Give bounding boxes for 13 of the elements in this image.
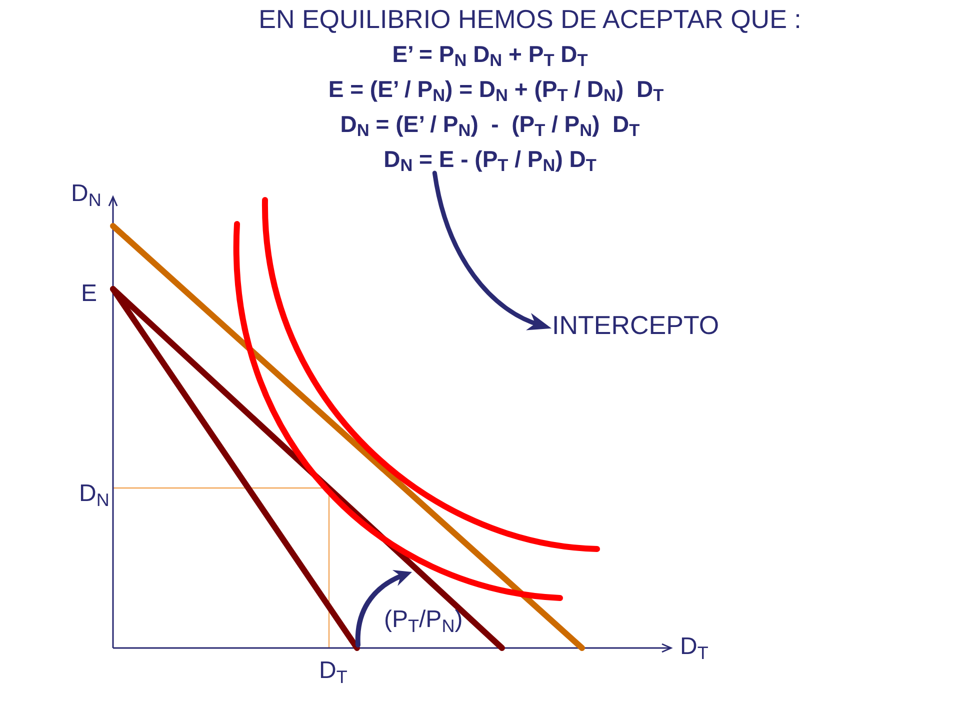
- axis-label: D$_{T}$: [319, 657, 348, 685]
- axis-label: D$_{N}$: [79, 480, 110, 508]
- heading: EN EQUILIBRIO HEMOS DE ACEPTAR QUE :: [258, 4, 802, 34]
- equation: D$_{N}$ = E - (P$_{T}$ / P$_{N}$) D$_{T}$: [384, 145, 596, 173]
- curved-arrow: [432, 170, 552, 330]
- axis-label: D$_{N}$: [71, 180, 102, 208]
- axis-label: D$_{T}$: [680, 633, 708, 661]
- annotation-text: INTERCEPTO: [552, 310, 720, 340]
- equation: D$_{N}$ = (E’ / P$_{N}$) - (P$_{T}$ / P$_{N}$) D$_{T}$: [340, 110, 640, 138]
- axis-label: E: [81, 280, 98, 308]
- equation: E’ = P$_{N}$ D$_{N}$ + P$_{T}$ D$_{T}$: [392, 40, 588, 68]
- slope-label: (P$_{T}$/P$_{N}$): [384, 606, 463, 634]
- equation: E = (E’ / P$_{N}$) = D$_{N}$ + (P$_{T}$ / D$_{N}$) D$_{T}$: [328, 75, 664, 103]
